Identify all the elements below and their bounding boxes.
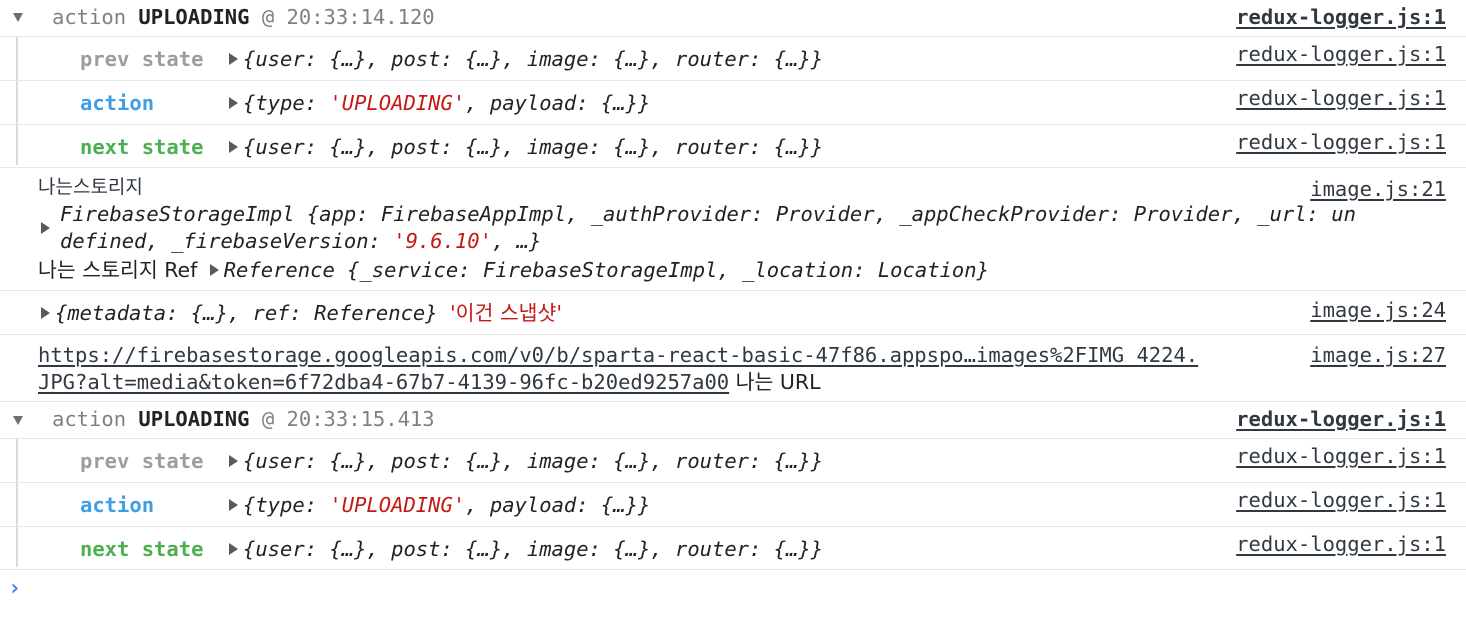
expand-triangle-icon[interactable] bbox=[229, 499, 238, 511]
group2-next-state-label: next state bbox=[80, 537, 204, 561]
group1-next-state-value[interactable]: {user: {…}, post: {…}, image: {…}, route… bbox=[229, 134, 823, 160]
expand-triangle-icon[interactable] bbox=[229, 53, 238, 65]
group1-action-row: action {type: 'UPLOADING', payload: {…}}… bbox=[0, 81, 1466, 125]
group2-source-link[interactable]: redux-logger.js:1 bbox=[1236, 407, 1446, 431]
group2-prev-state-label: prev state bbox=[80, 449, 204, 473]
group2-indent-line bbox=[16, 439, 18, 567]
snapshot-log-row: {metadata: {…}, ref: Reference} '이건 스냅샷'… bbox=[0, 291, 1466, 335]
storage-log-source-link[interactable]: image.js:21 bbox=[1310, 177, 1446, 201]
storage-log-label: 나는스토리지 bbox=[38, 176, 143, 198]
snapshot-log-value[interactable]: {metadata: {…}, ref: Reference} '이건 스냅샷' bbox=[41, 300, 562, 326]
group2-action-source-link[interactable]: redux-logger.js:1 bbox=[1236, 488, 1446, 512]
expand-triangle-icon[interactable] bbox=[229, 543, 238, 555]
storage-object-line2[interactable]: defined, _firebaseVersion: '9.6.10', …} bbox=[60, 229, 542, 253]
url-link-line2[interactable]: JPG?alt=media&token=6f72dba4-67b7-4139-9… bbox=[38, 370, 821, 394]
group2-action-row: action {type: 'UPLOADING', payload: {…}}… bbox=[0, 483, 1466, 527]
url-log-row: https://firebasestorage.googleapis.com/v… bbox=[0, 335, 1466, 402]
expand-triangle-icon[interactable] bbox=[229, 97, 238, 109]
group1-action-label: action bbox=[80, 91, 155, 115]
group1-action-value[interactable]: {type: 'UPLOADING', payload: {…}} bbox=[229, 90, 650, 116]
group1-next-source-link[interactable]: redux-logger.js:1 bbox=[1236, 130, 1446, 154]
group2-prev-state-value[interactable]: {user: {…}, post: {…}, image: {…}, route… bbox=[229, 448, 823, 474]
group1-next-state-label: next state bbox=[80, 135, 204, 159]
group2-next-source-link[interactable]: redux-logger.js:1 bbox=[1236, 532, 1446, 556]
group2-prev-state-row: prev state {user: {…}, post: {…}, image:… bbox=[0, 439, 1466, 483]
group1-prev-state-row: prev state {user: {…}, post: {…}, image:… bbox=[0, 37, 1466, 81]
collapse-triangle-icon[interactable] bbox=[13, 13, 23, 22]
collapse-triangle-icon[interactable] bbox=[13, 416, 23, 425]
group1-next-state-row: next state {user: {…}, post: {…}, image:… bbox=[0, 125, 1466, 168]
group2-action-label: action bbox=[80, 493, 155, 517]
expand-triangle-icon[interactable] bbox=[229, 141, 238, 153]
group1-prev-source-link[interactable]: redux-logger.js:1 bbox=[1236, 42, 1446, 66]
group1-header-row[interactable]: action UPLOADING @ 20:33:14.120 redux-lo… bbox=[0, 0, 1466, 37]
group2-action-value[interactable]: {type: 'UPLOADING', payload: {…}} bbox=[229, 492, 650, 518]
console-prompt-icon[interactable]: › bbox=[8, 576, 22, 601]
group2-prev-source-link[interactable]: redux-logger.js:1 bbox=[1236, 444, 1446, 468]
group1-source-link[interactable]: redux-logger.js:1 bbox=[1236, 5, 1446, 29]
group2-next-state-value[interactable]: {user: {…}, post: {…}, image: {…}, route… bbox=[229, 536, 823, 562]
expand-triangle-icon[interactable] bbox=[41, 222, 50, 234]
group2-next-state-row: next state {user: {…}, post: {…}, image:… bbox=[0, 527, 1466, 570]
storage-object-line1[interactable]: FirebaseStorageImpl {app: FirebaseAppImp… bbox=[60, 202, 1356, 226]
url-source-link[interactable]: image.js:27 bbox=[1310, 343, 1446, 367]
group1-action-source-link[interactable]: redux-logger.js:1 bbox=[1236, 86, 1446, 110]
group1-prev-state-label: prev state bbox=[80, 47, 204, 71]
snapshot-source-link[interactable]: image.js:24 bbox=[1310, 298, 1446, 322]
group2-header-row[interactable]: action UPLOADING @ 20:33:15.413 redux-lo… bbox=[0, 402, 1466, 439]
storage-ref-line[interactable]: 나는 스토리지 Ref Reference {_service: Firebas… bbox=[38, 258, 989, 282]
group1-prev-state-value[interactable]: {user: {…}, post: {…}, image: {…}, route… bbox=[229, 46, 823, 72]
group1-header: action UPLOADING @ 20:33:14.120 bbox=[52, 5, 435, 29]
url-link-line1[interactable]: https://firebasestorage.googleapis.com/v… bbox=[38, 343, 1199, 367]
expand-triangle-icon[interactable] bbox=[41, 307, 50, 319]
expand-triangle-icon[interactable] bbox=[209, 264, 219, 276]
storage-log-row: 나는스토리지 image.js:21 FirebaseStorageImpl {… bbox=[0, 168, 1466, 291]
expand-triangle-icon[interactable] bbox=[229, 455, 238, 467]
group2-header: action UPLOADING @ 20:33:15.413 bbox=[52, 407, 435, 431]
group1-indent-line bbox=[16, 37, 18, 165]
